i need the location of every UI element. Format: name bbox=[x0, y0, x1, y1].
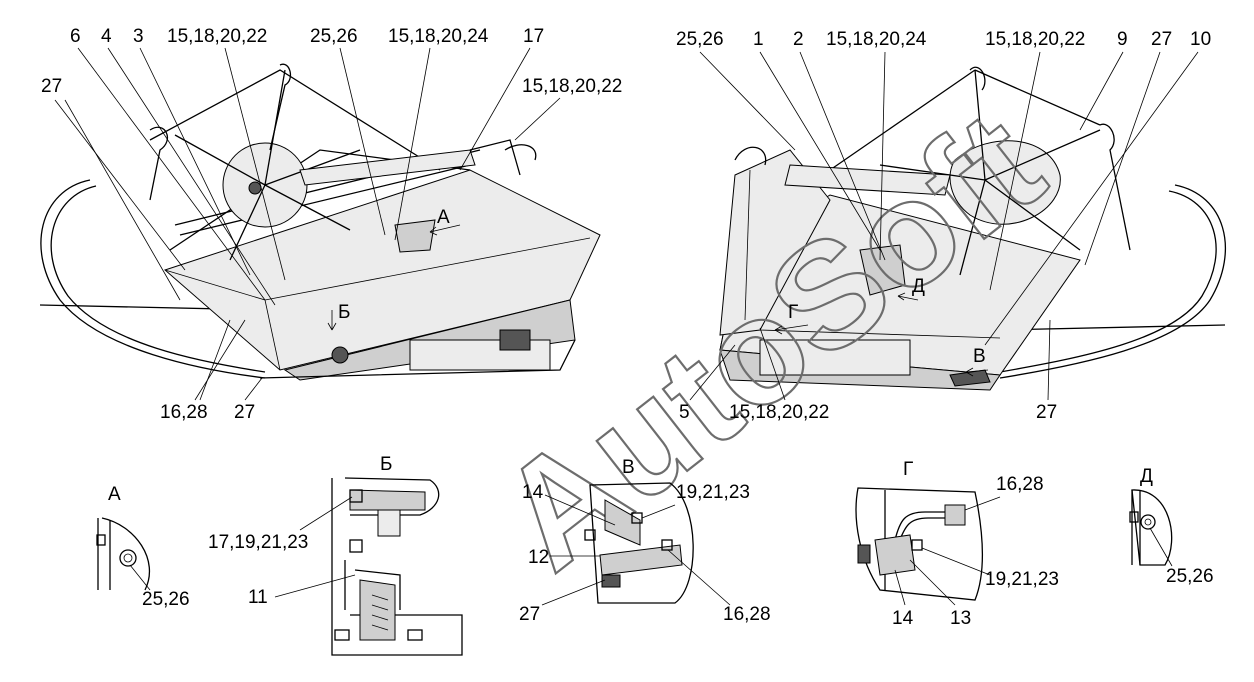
left-leader-lines bbox=[54, 47, 561, 401]
right-callouts: 25,26 1 2 15,18,20,24 15,18,20,22 9 27 1… bbox=[676, 29, 1211, 423]
detail-v-callout-19-21-23: 19,21,23 bbox=[676, 482, 750, 503]
detail-v-title: В bbox=[622, 457, 635, 478]
detail-view-b: Б 17,19,21,23 11 bbox=[208, 454, 463, 656]
detail-b-callout-11: 11 bbox=[248, 587, 268, 608]
detail-v-callout-27: 27 bbox=[519, 604, 540, 625]
detail-b-title: Б bbox=[380, 454, 392, 475]
detail-g-title: Г bbox=[903, 459, 913, 480]
detail-a-callout-25-26: 25,26 bbox=[142, 589, 190, 610]
arrow-label-b: Б bbox=[338, 302, 350, 323]
detail-d-title: Д bbox=[1140, 466, 1153, 487]
detail-v-callout-16-28: 16,28 bbox=[723, 604, 771, 625]
callout-15-18-20-22-b: 15,18,20,22 bbox=[522, 76, 622, 97]
callout-27-b: 27 bbox=[234, 402, 255, 423]
callout-27-a: 27 bbox=[1151, 29, 1172, 50]
right-leader-lines bbox=[689, 51, 1199, 401]
arrow-label-g: Г bbox=[788, 302, 798, 323]
detail-view-v: В 14 19,21,23 12 27 16,28 bbox=[519, 457, 771, 625]
callout-25-26: 25,26 bbox=[676, 29, 724, 50]
callout-15-18-20-22-a: 15,18,20,22 bbox=[167, 26, 267, 47]
detail-a-title: А bbox=[108, 484, 121, 505]
detail-view-g: Г 16,28 19,21,23 14 13 bbox=[855, 459, 1059, 629]
callout-16-28: 16,28 bbox=[160, 402, 208, 423]
callout-25-26: 25,26 bbox=[310, 26, 358, 47]
detail-d-callout-25-26: 25,26 bbox=[1166, 566, 1214, 587]
callout-15-18-20-22-a: 15,18,20,22 bbox=[985, 29, 1085, 50]
callout-27-b: 27 bbox=[1036, 402, 1057, 423]
callout-9: 9 bbox=[1117, 29, 1128, 50]
callout-3: 3 bbox=[133, 26, 144, 47]
detail-g-callout-13: 13 bbox=[950, 608, 971, 629]
detail-v-callout-12: 12 bbox=[528, 547, 549, 568]
left-assembly-view bbox=[39, 63, 601, 381]
arrow-label-d: Д bbox=[912, 276, 925, 297]
detail-g-callout-16-28: 16,28 bbox=[996, 474, 1044, 495]
callout-4: 4 bbox=[101, 26, 112, 47]
callout-5: 5 bbox=[679, 402, 690, 423]
detail-view-a: А 25,26 bbox=[96, 484, 190, 610]
detail-view-d: Д 25,26 bbox=[1129, 466, 1214, 587]
callout-2: 2 bbox=[793, 29, 804, 50]
callout-15-18-20-22-b: 15,18,20,22 bbox=[729, 402, 829, 423]
right-assembly-view bbox=[719, 66, 1226, 391]
detail-g-callout-19-21-23: 19,21,23 bbox=[985, 569, 1059, 590]
callout-15-18-20-24: 15,18,20,24 bbox=[826, 29, 927, 50]
callout-6: 6 bbox=[70, 26, 81, 47]
detail-b-callout-17-19-21-23: 17,19,21,23 bbox=[208, 532, 308, 553]
callout-17: 17 bbox=[523, 26, 544, 47]
left-callouts: 6 4 3 15,18,20,22 25,26 15,18,20,24 17 1… bbox=[41, 26, 622, 423]
callout-10: 10 bbox=[1190, 29, 1211, 50]
detail-g-callout-14: 14 bbox=[892, 608, 914, 629]
callout-27-a: 27 bbox=[41, 76, 62, 97]
callout-1: 1 bbox=[753, 29, 764, 50]
callout-15-18-20-24: 15,18,20,24 bbox=[388, 26, 489, 47]
view-arrows: А Б Г Д В bbox=[327, 207, 989, 377]
arrow-label-v: В bbox=[973, 346, 986, 367]
arrow-label-a: А bbox=[437, 207, 450, 228]
detail-v-callout-14: 14 bbox=[522, 482, 544, 503]
